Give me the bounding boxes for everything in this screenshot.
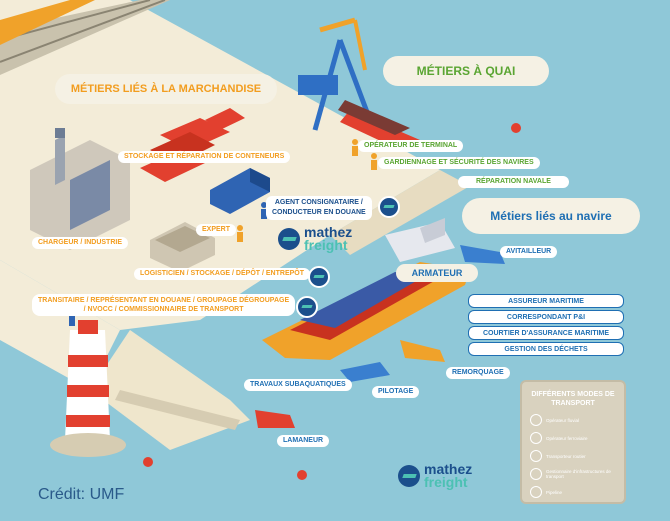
label-mooring: LAMANEUR (277, 435, 330, 447)
pipeline-icon (530, 486, 542, 498)
logo-text-mathez: mathez (304, 224, 353, 240)
label-shipowner: ARMATEUR (396, 264, 478, 282)
mathez-logo-mark-icon (278, 228, 300, 250)
mathez-freight-logo-bottom: mathez freight (398, 461, 473, 490)
legend-item-label: Pipeline (546, 489, 563, 495)
mathez-mini-logo-forwarder (296, 296, 318, 318)
legend-item: Transporteur routier (530, 450, 624, 462)
image-credit: Crédit: UMF (38, 486, 125, 503)
label-supplier: AVITAILLEUR (500, 246, 558, 258)
label-terminal-operator: OPÉRATEUR DE TERMINAL (358, 140, 464, 152)
label-ship-repair: RÉPARATION NAVALE (458, 176, 569, 188)
legend-item: Pipeline (530, 486, 624, 498)
label-insurance-broker: COURTIER D'ASSURANCE MARITIME (468, 326, 624, 340)
legend-item-label: Opérateur fluvial (546, 417, 580, 423)
mathez-mini-logo-agent (378, 196, 400, 218)
logo-text-freight: freight (304, 237, 348, 253)
legend-item: Opérateur ferroviaire (530, 432, 624, 444)
train-icon (530, 432, 542, 444)
header-merchandise: MÉTIERS LIÉS À LA MARCHANDISE (55, 74, 277, 104)
label-forwarder: TRANSITAIRE / REPRÉSENTANT EN DOUANE / G… (32, 294, 296, 316)
transport-modes-legend: DIFFÉRENTS MODES DE TRANSPORT Opérateur … (520, 380, 626, 504)
label-forwarder-line2: / NVOCC / COMMISSIONNAIRE DE TRANSPORT (83, 306, 244, 313)
label-shipper: CHARGEUR / INDUSTRIE (32, 237, 129, 249)
label-container-storage: STOCKAGE ET RÉPARATION DE CONTENEURS (118, 151, 291, 163)
logo-text-mathez: mathez (424, 461, 473, 477)
legend-title: DIFFÉRENTS MODES DE TRANSPORT (531, 391, 615, 407)
ship-icon (530, 414, 542, 426)
label-shipping-agent: AGENT CONSIGNATAIRE / CONDUCTEUR EN DOUA… (266, 196, 372, 220)
legend-item: Gestionnaire d'infrastructures de transp… (530, 468, 624, 480)
legend-item-label: Transporteur routier (546, 453, 586, 459)
label-pilotage: PILOTAGE (372, 386, 420, 398)
logo-text-freight: freight (424, 474, 468, 490)
mathez-logo-mark-icon (398, 465, 420, 487)
label-waste-management: GESTION DES DÉCHETS (468, 342, 624, 356)
legend-item-label: Opérateur ferroviaire (546, 435, 588, 441)
label-shipping-agent-line1: AGENT CONSIGNATAIRE / (274, 199, 363, 206)
label-shipping-agent-line2: CONDUCTEUR EN DOUANE (272, 209, 366, 216)
legend-item: Opérateur fluvial (530, 414, 624, 426)
truck-icon (530, 450, 542, 462)
label-expert: EXPERT (196, 224, 237, 236)
building-icon (530, 468, 542, 480)
label-pandi-correspondent: CORRESPONDANT P&I (468, 310, 624, 324)
header-vessel: Métiers liés au navire (462, 198, 640, 234)
label-marine-insurer: ASSUREUR MARITIME (468, 294, 624, 308)
label-underwater-works: TRAVAUX SUBAQUATIQUES (244, 379, 352, 391)
mathez-freight-logo-center: mathez freight (278, 224, 353, 253)
label-towage: REMORQUAGE (446, 367, 510, 379)
mathez-mini-logo-logistics (308, 266, 330, 288)
label-ship-security: GARDIENNAGE ET SÉCURITÉ DES NAVIRES (378, 157, 540, 169)
label-logistician: LOGISTICIEN / STOCKAGE / DÉPÔT / ENTREPÔ… (134, 268, 310, 280)
legend-item-label: Gestionnaire d'infrastructures de transp… (546, 469, 611, 479)
header-quay: MÉTIERS À QUAI (383, 56, 549, 86)
label-forwarder-line1: TRANSITAIRE / REPRÉSENTANT EN DOUANE / G… (38, 297, 290, 304)
